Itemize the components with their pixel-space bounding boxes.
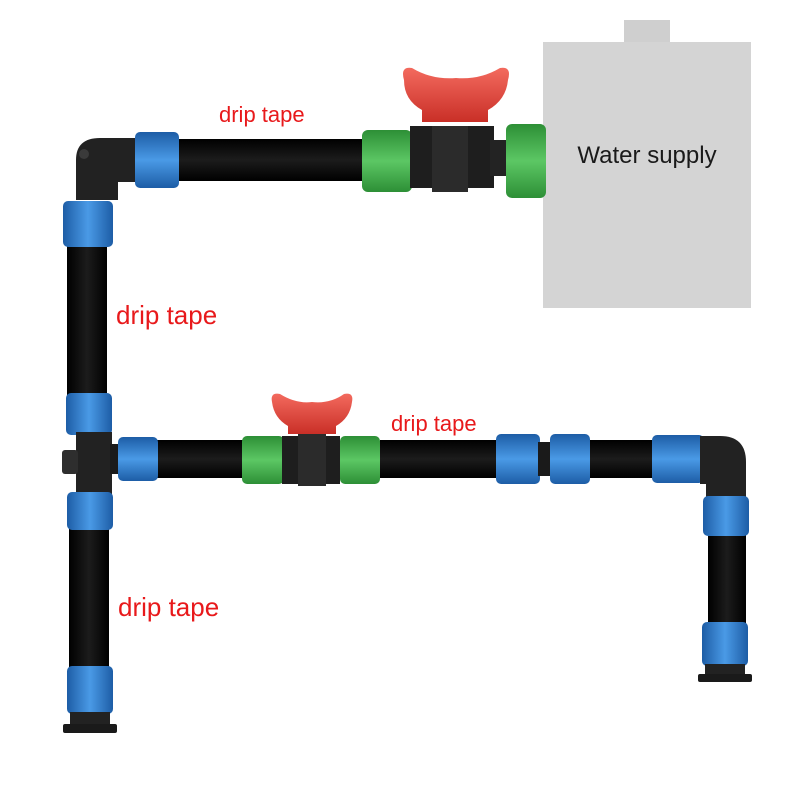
connector-left-bottom bbox=[67, 666, 113, 714]
elbow-right bbox=[700, 436, 746, 500]
drip-tape-left-lower bbox=[69, 528, 109, 670]
drip-tape-middle-1 bbox=[153, 440, 245, 478]
connector-tee-right bbox=[118, 437, 158, 481]
drip-tape-top bbox=[176, 139, 368, 181]
coupler-black-core bbox=[538, 442, 552, 476]
drip-tape-middle-2 bbox=[380, 440, 500, 478]
connector-right-upper bbox=[703, 496, 749, 536]
connector-top-left bbox=[135, 132, 179, 188]
drip-tape-label-bottom: drip tape bbox=[118, 592, 220, 622]
tee-fitting bbox=[62, 432, 124, 494]
end-cap-left bbox=[63, 712, 117, 733]
connector-right-elbow bbox=[652, 435, 704, 483]
valve-middle bbox=[242, 393, 380, 486]
connector-left-upper bbox=[63, 201, 113, 247]
connector-mid-coupler-right bbox=[550, 434, 590, 484]
drip-tape-label-middle: drip tape bbox=[391, 411, 477, 436]
water-tank bbox=[543, 20, 751, 308]
end-cap-right bbox=[698, 664, 752, 682]
connector-left-lower bbox=[67, 492, 113, 530]
drip-tape-label-top: drip tape bbox=[219, 102, 305, 127]
connector-left-middle bbox=[66, 393, 112, 435]
drip-tape-middle-3 bbox=[585, 440, 655, 478]
drip-tape-left-upper bbox=[67, 244, 107, 396]
connector-right-lower bbox=[702, 622, 748, 666]
connector-mid-coupler-left bbox=[496, 434, 540, 484]
drip-tape-label-left: drip tape bbox=[116, 300, 218, 330]
water-supply-label: Water supply bbox=[577, 142, 717, 169]
elbow-top-left bbox=[76, 138, 140, 200]
drip-tape-right bbox=[708, 530, 746, 626]
valve-top bbox=[362, 67, 546, 198]
